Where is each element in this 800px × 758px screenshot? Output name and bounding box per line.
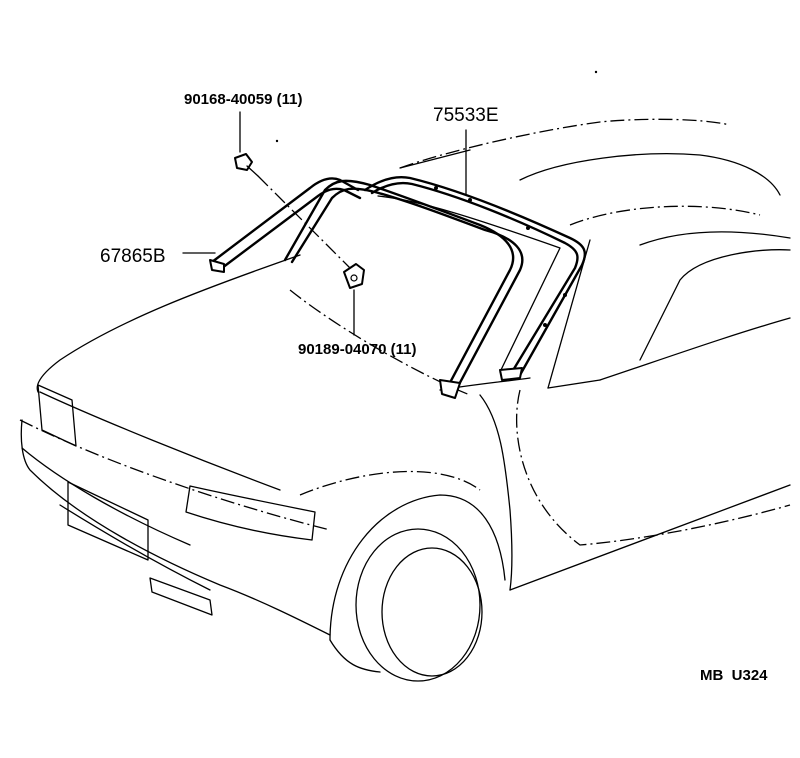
door-bottom bbox=[509, 484, 791, 591]
molding-clip-dot bbox=[434, 186, 438, 190]
side-window-top bbox=[569, 205, 761, 226]
tire-base bbox=[329, 639, 381, 673]
molding-clip-dot bbox=[526, 226, 530, 230]
bumper-crease bbox=[19, 419, 331, 531]
clip-bolt-shank bbox=[246, 165, 259, 177]
door-front-cutline bbox=[515, 389, 791, 546]
roof-front-edge bbox=[399, 149, 471, 169]
retainer-part-number: 90189-04070 (11) bbox=[298, 341, 416, 358]
front-rim bbox=[381, 547, 483, 677]
retainer-part bbox=[343, 263, 365, 289]
left-headlamp bbox=[37, 384, 77, 447]
install-direction-line bbox=[257, 175, 351, 269]
windshield-inner bbox=[290, 187, 524, 394]
front-bumper bbox=[20, 419, 331, 636]
speck bbox=[594, 70, 598, 74]
molding-clip-dot bbox=[468, 198, 472, 202]
molding-clip-dot bbox=[563, 293, 567, 297]
pillar-molding-outer bbox=[210, 177, 360, 264]
glass-edge-outer bbox=[363, 176, 586, 377]
grille bbox=[67, 481, 149, 561]
hood-front bbox=[36, 254, 301, 393]
speck bbox=[275, 139, 279, 143]
pillar-molding-end bbox=[209, 259, 225, 273]
windshield-lower-left-end bbox=[439, 379, 461, 399]
roof-line bbox=[399, 118, 731, 169]
side-window-line bbox=[639, 231, 791, 246]
molding-clip-dot bbox=[543, 323, 547, 327]
windshield-molding-part-number: 75533E bbox=[433, 105, 499, 126]
right-headlamp bbox=[185, 485, 316, 541]
figure-code: MB U324 bbox=[700, 667, 768, 684]
bumper-line-upper bbox=[21, 447, 191, 546]
pillar-molding-inner bbox=[220, 187, 362, 270]
hood-edge bbox=[39, 391, 281, 491]
glass-edge-inner bbox=[370, 181, 579, 374]
b-pillar-base bbox=[547, 379, 601, 389]
glass-edge-trim bbox=[377, 195, 561, 373]
windshield-molding-part bbox=[283, 176, 586, 399]
car-body bbox=[19, 118, 791, 682]
pillar-molding-part-number: 67865B bbox=[100, 246, 166, 267]
door-window-sill bbox=[599, 317, 791, 381]
fender-line bbox=[299, 470, 481, 496]
retainer-hole bbox=[350, 274, 358, 282]
rear-roof bbox=[519, 153, 781, 196]
wheel-arch bbox=[329, 494, 506, 641]
front-tire bbox=[355, 528, 481, 682]
door-window-frame bbox=[639, 249, 791, 361]
pillar-molding-part bbox=[209, 177, 362, 273]
fog-lamp bbox=[149, 577, 213, 616]
clip-bolt-part-number: 90168-40059 (11) bbox=[184, 91, 302, 108]
windshield-lower-right-end bbox=[499, 367, 523, 381]
clip-bolt-part bbox=[234, 153, 259, 177]
bumper-lip bbox=[59, 504, 211, 591]
fender-rear bbox=[479, 394, 513, 591]
